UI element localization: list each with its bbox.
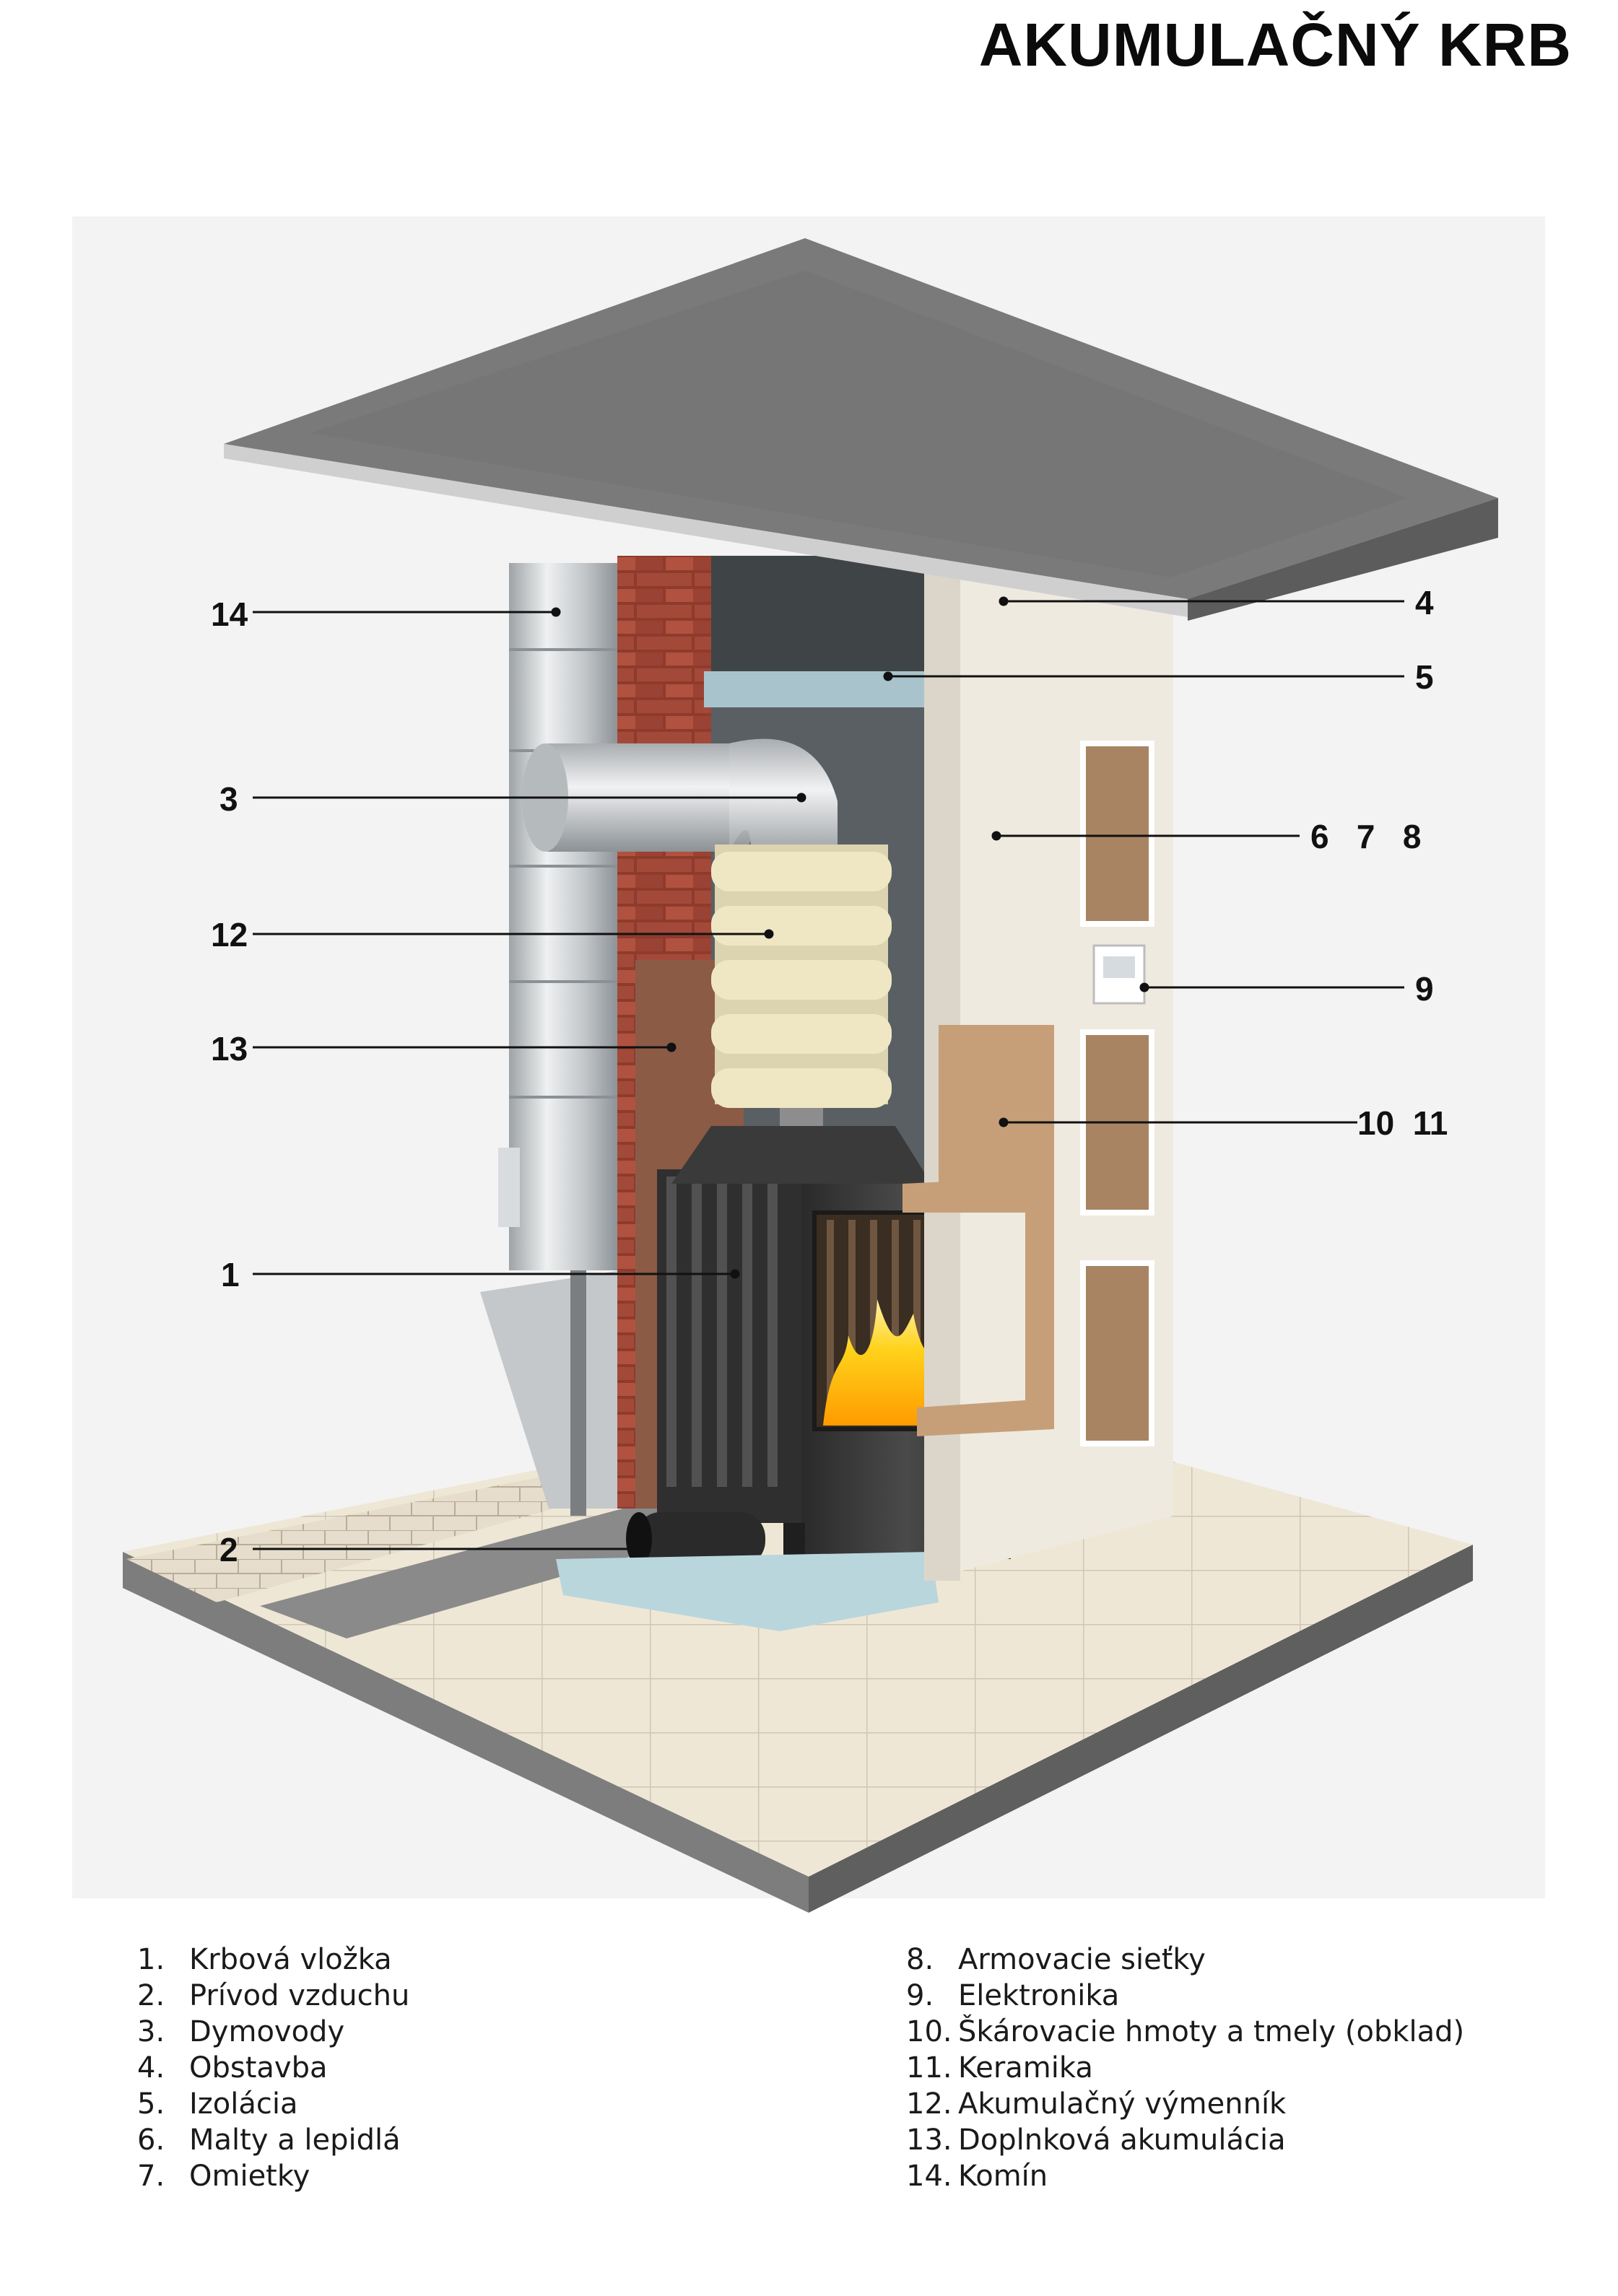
legend-column-right: 8.Armovacie sieťky 9.Elektronika 10.Škár… [906, 1942, 1464, 2194]
legend-item: 11.Keramika [906, 2051, 1093, 2085]
niche-top [1080, 741, 1154, 927]
callout-6-7-8: 6 7 8 [1310, 818, 1422, 855]
callout-3: 3 [219, 780, 238, 818]
base-insulation [556, 1552, 939, 1631]
callout-9: 9 [1415, 970, 1434, 1008]
legend-item: 1.Krbová vložka [137, 1943, 392, 1976]
legend-item: 10.Škárovacie hmoty a tmely (obklad) [906, 2015, 1465, 2048]
insulation-board [704, 671, 928, 707]
niche-bottom [1080, 1260, 1154, 1446]
page-title: AKUMULAČNÝ KRB [978, 11, 1572, 79]
callout-14: 14 [211, 595, 248, 633]
callout-12: 12 [211, 916, 248, 953]
accumulation-exchanger [711, 844, 892, 1130]
legend-item: 6.Malty a lepidlá [137, 2123, 401, 2157]
callout-2: 2 [219, 1531, 238, 1568]
enclosure-wall [902, 498, 1173, 1581]
legend-item: 8.Armovacie sieťky [906, 1943, 1206, 1976]
callout-1: 1 [221, 1256, 240, 1293]
fireplace-cutaway-illustration [72, 217, 1545, 1913]
callout-lines [253, 596, 1404, 1554]
legend-item: 2.Prívod vzduchu [137, 1979, 410, 2012]
legend-item: 9.Elektronika [906, 1979, 1120, 2012]
legend-item: 4.Obstavba [137, 2051, 328, 2085]
callout-13: 13 [211, 1030, 248, 1068]
legend-item: 7.Omietky [137, 2160, 310, 2193]
chimney-pipe [480, 563, 621, 1516]
legend-item: 5.Izolácia [137, 2087, 298, 2121]
ceiling-slab [224, 238, 1498, 621]
legend-item: 14.Komín [906, 2160, 1048, 2193]
legend-item: 3.Dymovody [137, 2015, 345, 2048]
legend-item: 12.Akumulačný výmenník [906, 2087, 1287, 2121]
callout-10-11: 10 11 [1357, 1104, 1448, 1142]
legend-item: 13.Doplnková akumulácia [906, 2123, 1286, 2157]
callout-4: 4 [1415, 584, 1434, 621]
legend-column-left: 1.Krbová vložka 2.Prívod vzduchu 3.Dymov… [137, 1942, 409, 2194]
callout-5: 5 [1415, 658, 1434, 696]
